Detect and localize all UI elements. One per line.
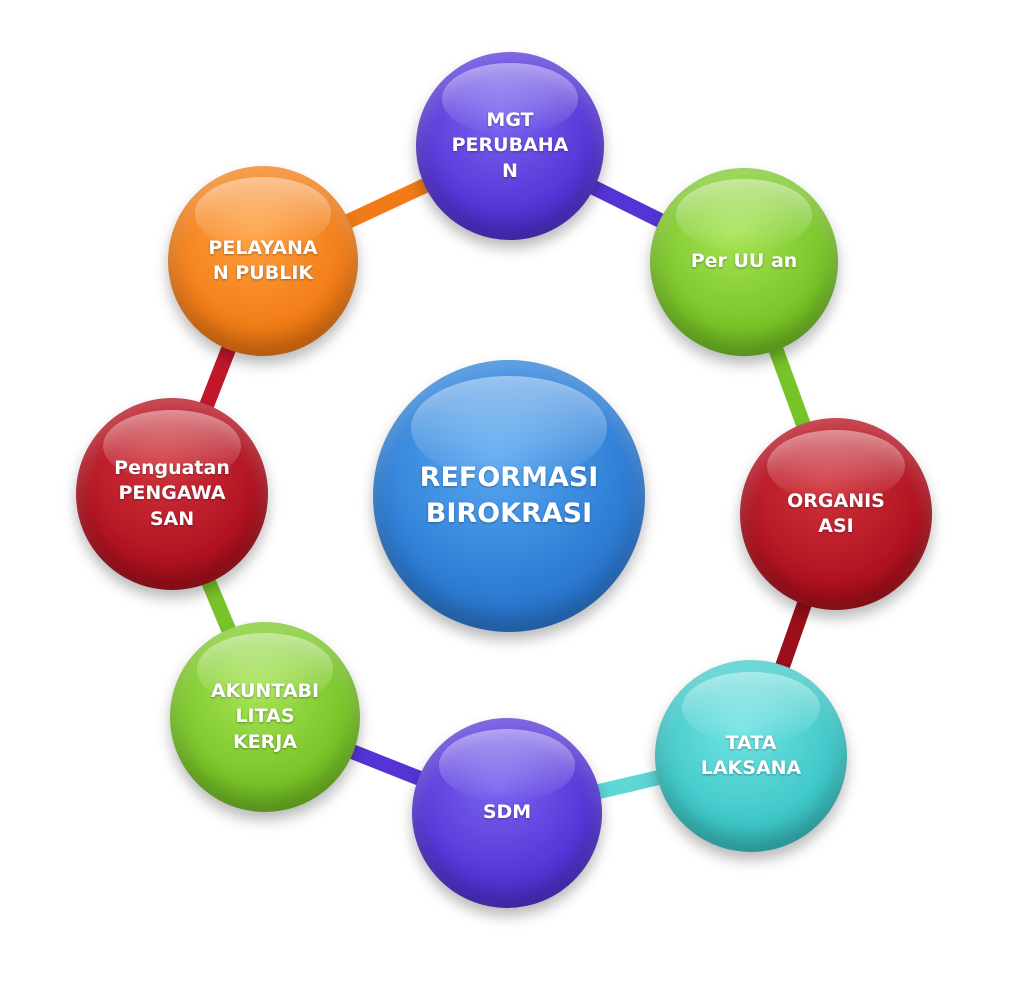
node-mgt-perubahan: MGT PERUBAHA N [416,52,604,240]
node-sdm: SDM [412,718,602,908]
center-node-reformasi-birokrasi: REFORMASI BIROKRASI [373,360,645,632]
node-pelayanan-publik-label: PELAYANA N PUBLIK [208,236,318,284]
node-penguatan-pengawasan-label: Penguatan PENGAWA SAN [114,457,230,530]
node-tata-laksana-label: TATA LAKSANA [700,731,802,779]
node-akuntabilitas-kerja: AKUNTABI LITAS KERJA [170,622,360,812]
center-node-label: REFORMASI BIROKRASI [419,461,599,529]
node-per-uu-an-label: Per UU an [690,250,798,273]
node-organisasi: ORGANIS ASI [740,418,932,610]
node-penguatan-pengawasan: Penguatan PENGAWA SAN [76,398,268,590]
node-mgt-perubahan-label: MGT PERUBAHA N [451,109,569,182]
node-akuntabilitas-kerja-label: AKUNTABI LITAS KERJA [210,680,320,753]
node-sdm-label: SDM [482,801,532,824]
node-per-uu-an: Per UU an [650,168,838,356]
node-tata-laksana: TATA LAKSANA [655,660,847,852]
node-pelayanan-publik: PELAYANA N PUBLIK [168,166,358,356]
node-organisasi-label: ORGANIS ASI [787,489,885,537]
